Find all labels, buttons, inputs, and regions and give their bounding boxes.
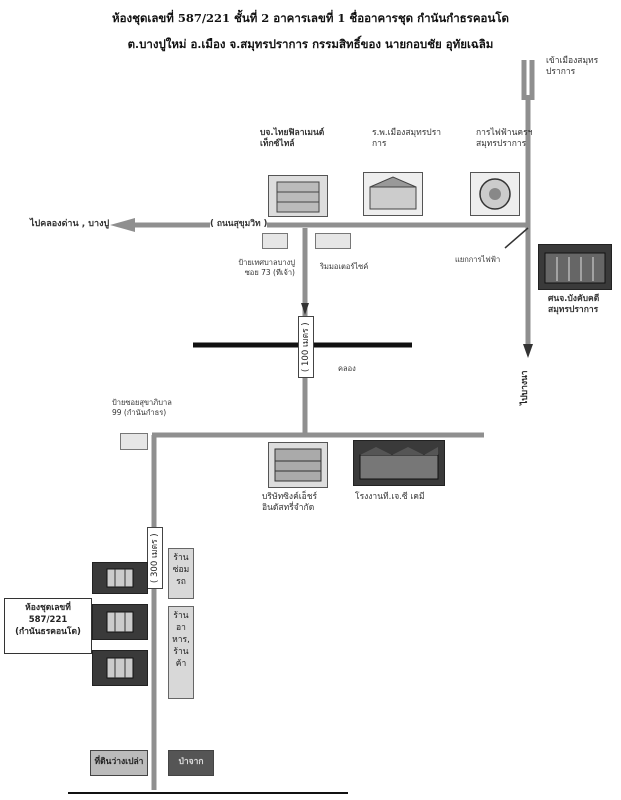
arrow-down-soi xyxy=(301,303,309,315)
label-company-top: บจ.ไทยฟิลาเมนต์ เท็กซ์ไทล์ xyxy=(260,128,325,149)
label-rim-water: ริมมอเตอร์ไซค์ xyxy=(320,262,369,271)
label-hospital: ร.พ.เมืองสมุทรปรา การ xyxy=(372,128,442,149)
label-company-mid: บริษัทซิงค์เอ็ชร์ อินดัสทรี่จำกัด xyxy=(262,492,318,513)
sign-bus-stop xyxy=(262,233,288,249)
arrow-to-bangna xyxy=(523,344,533,358)
sign-rim-water xyxy=(315,233,351,249)
label-bus-stop: ป้ายเทศบาลบางปู ซอย 73 (ทีเจ้า) xyxy=(238,258,295,277)
label-to-bangpu: ไปคลองด่าน , บางปู xyxy=(30,219,110,229)
label-soi-sign: ป้ายซอยสุขาภิบาล 99 (กำนันกำธร) xyxy=(112,398,172,417)
label-to-bangna: ไปบางนา xyxy=(518,362,534,414)
vacant-dark-box: ป่าจาก xyxy=(168,750,214,776)
sign-soi xyxy=(120,433,148,450)
label-distance-100: ( 100 เมตร ) xyxy=(298,316,314,378)
building-condo-2 xyxy=(92,604,148,640)
shop-repair: ร้าน ซ่อม รถ xyxy=(168,548,194,599)
building-hospital xyxy=(363,172,423,216)
junction-diagonal xyxy=(504,227,529,249)
building-court xyxy=(538,244,612,290)
label-elec-junction: แยกการไฟฟ้า xyxy=(455,255,501,264)
building-company-mid xyxy=(268,442,328,488)
shop-food: ร้านอา หาร, ร้านค้า xyxy=(168,606,194,699)
label-electricity: การไฟฟ้านครฯ สมุทรปราการ xyxy=(476,128,533,149)
building-condo-3 xyxy=(92,650,148,686)
label-factory: โรงงานที.เจ.ซี เคมี xyxy=(355,492,425,502)
arrow-to-bangpu xyxy=(110,218,135,232)
map-title-line2: ต.บางปูใหม่ อ.เมือง จ.สมุทรปราการ กรรมสิ… xyxy=(127,37,494,51)
label-distance-300: ( 300 เมตร ) xyxy=(147,527,163,589)
building-company-top xyxy=(268,175,328,217)
label-sukhumvit: ( ถนนสุขุมวิท ) xyxy=(210,219,268,230)
label-court: ศนจ.บังคับคดี สมุทรปราการ xyxy=(548,294,600,315)
unit-location-box: ห้องชุดเลขที่ 587/221 (กำนันธรคอนโด) xyxy=(4,598,92,654)
building-factory xyxy=(353,440,445,486)
label-canal: คลอง xyxy=(338,364,356,373)
map-title-line1: ห้องชุดเลขที่ 587/221 ชั้นที่ 2 อาคารเลข… xyxy=(112,11,509,25)
building-condo-1 xyxy=(92,562,148,594)
label-to-city: เข้าเมืองสมุทร ปราการ xyxy=(546,56,599,77)
vacant-land-box: ที่ดินว่างเปล่า xyxy=(90,750,148,776)
building-electricity xyxy=(470,172,520,216)
